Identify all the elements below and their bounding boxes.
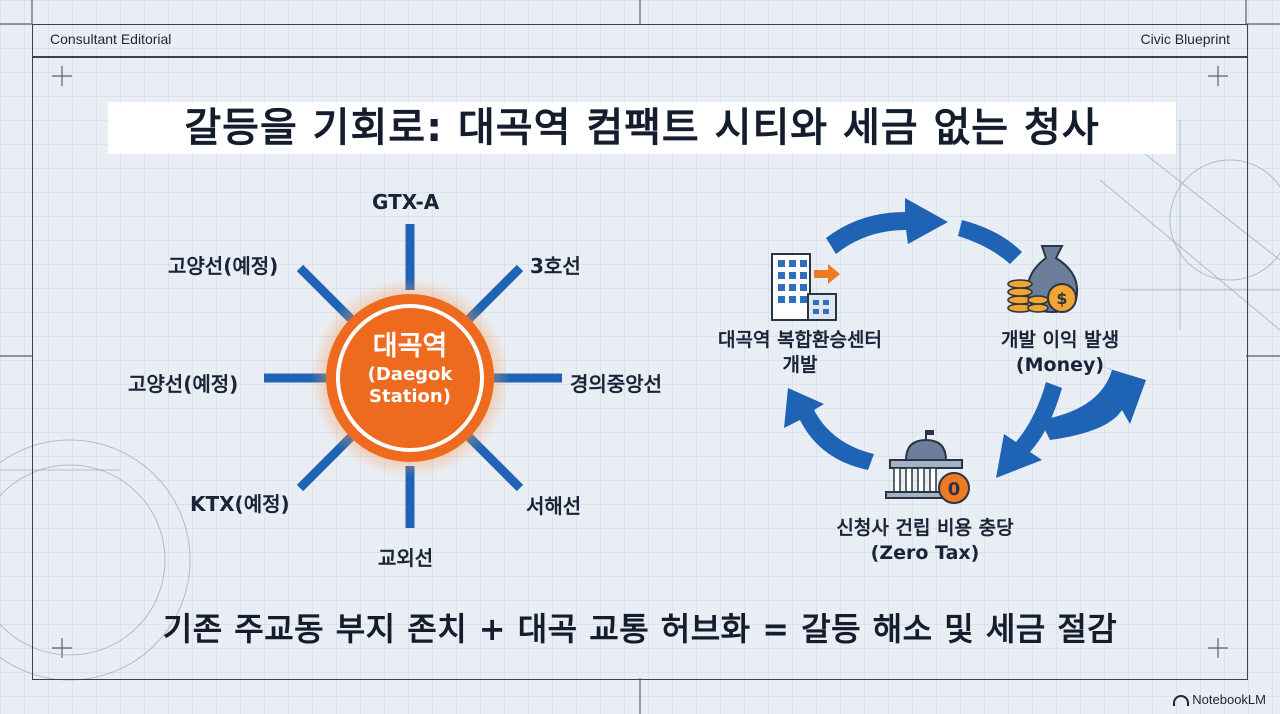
cycle-step-city-hall: 신청사 건립 비용 충당 (Zero Tax)	[800, 516, 1050, 566]
step-profit-line2: (Money)	[1015, 354, 1105, 376]
page-title: 갈등을 기회로: 대곡역 컴팩트 시티와 세금 없는 청사	[108, 102, 1176, 154]
hub-english-2: Station)	[369, 386, 451, 407]
header-right-label: Civic Blueprint	[1140, 31, 1230, 47]
svg-text:0: 0	[948, 479, 961, 500]
line-label-gtx-a: GTX-A	[372, 190, 440, 214]
hub-english-1: (Daegok	[367, 364, 453, 385]
cycle-arrow-top	[826, 198, 948, 254]
cycle-step-development: 대곡역 복합환승센터 개발	[700, 328, 900, 378]
line-label-ktx: KTX(예정)	[190, 492, 290, 516]
line-label-3: 3호선	[530, 254, 581, 278]
hub-circle	[326, 294, 494, 462]
line-label-seohae: 서해선	[526, 494, 582, 518]
cycle-arrow-top-tail	[958, 220, 1022, 264]
bottom-statement: 기존 주교동 부지 존치 + 대곡 교통 허브화 = 갈등 해소 및 세금 절감	[162, 610, 1118, 648]
notebooklm-watermark: NotebookLM	[1173, 692, 1266, 707]
hub-station-label: 대곡역 (Daegok Station)	[348, 330, 472, 408]
line-label-gyooe: 교외선	[378, 546, 434, 570]
step-city-hall-line2: (Zero Tax)	[870, 542, 980, 564]
step-development-line1: 대곡역 복합환승센터	[718, 329, 882, 351]
notebooklm-logo-icon	[1173, 695, 1190, 707]
cycle-step-profit: 개발 이익 발생 (Money)	[960, 328, 1160, 378]
money-bag-icon: $	[1007, 245, 1078, 314]
content-frame	[32, 24, 1248, 680]
step-development-line2: 개발	[782, 354, 818, 376]
line-label-gyeongui: 경의중앙선	[570, 372, 662, 396]
cycle-arrow-left	[784, 388, 874, 470]
line-label-goyang-left: 고양선(예정)	[128, 372, 239, 396]
hub-name: 대곡역	[372, 331, 448, 362]
header-left-label: Consultant Editorial	[50, 31, 172, 47]
cycle-arrow-right-up	[1040, 366, 1146, 440]
watermark-text: NotebookLM	[1192, 692, 1266, 707]
header-divider	[32, 56, 1248, 58]
building-arrow-icon	[771, 253, 840, 321]
svg-text:$: $	[1056, 289, 1067, 308]
city-hall-icon: 0	[885, 430, 970, 504]
step-profit-line1: 개발 이익 발생	[1000, 329, 1120, 351]
step-city-hall-line1: 신청사 건립 비용 충당	[836, 517, 1014, 539]
cycle-arrow-right-down	[996, 382, 1062, 478]
line-label-goyang-upper: 고양선(예정)	[168, 254, 279, 278]
